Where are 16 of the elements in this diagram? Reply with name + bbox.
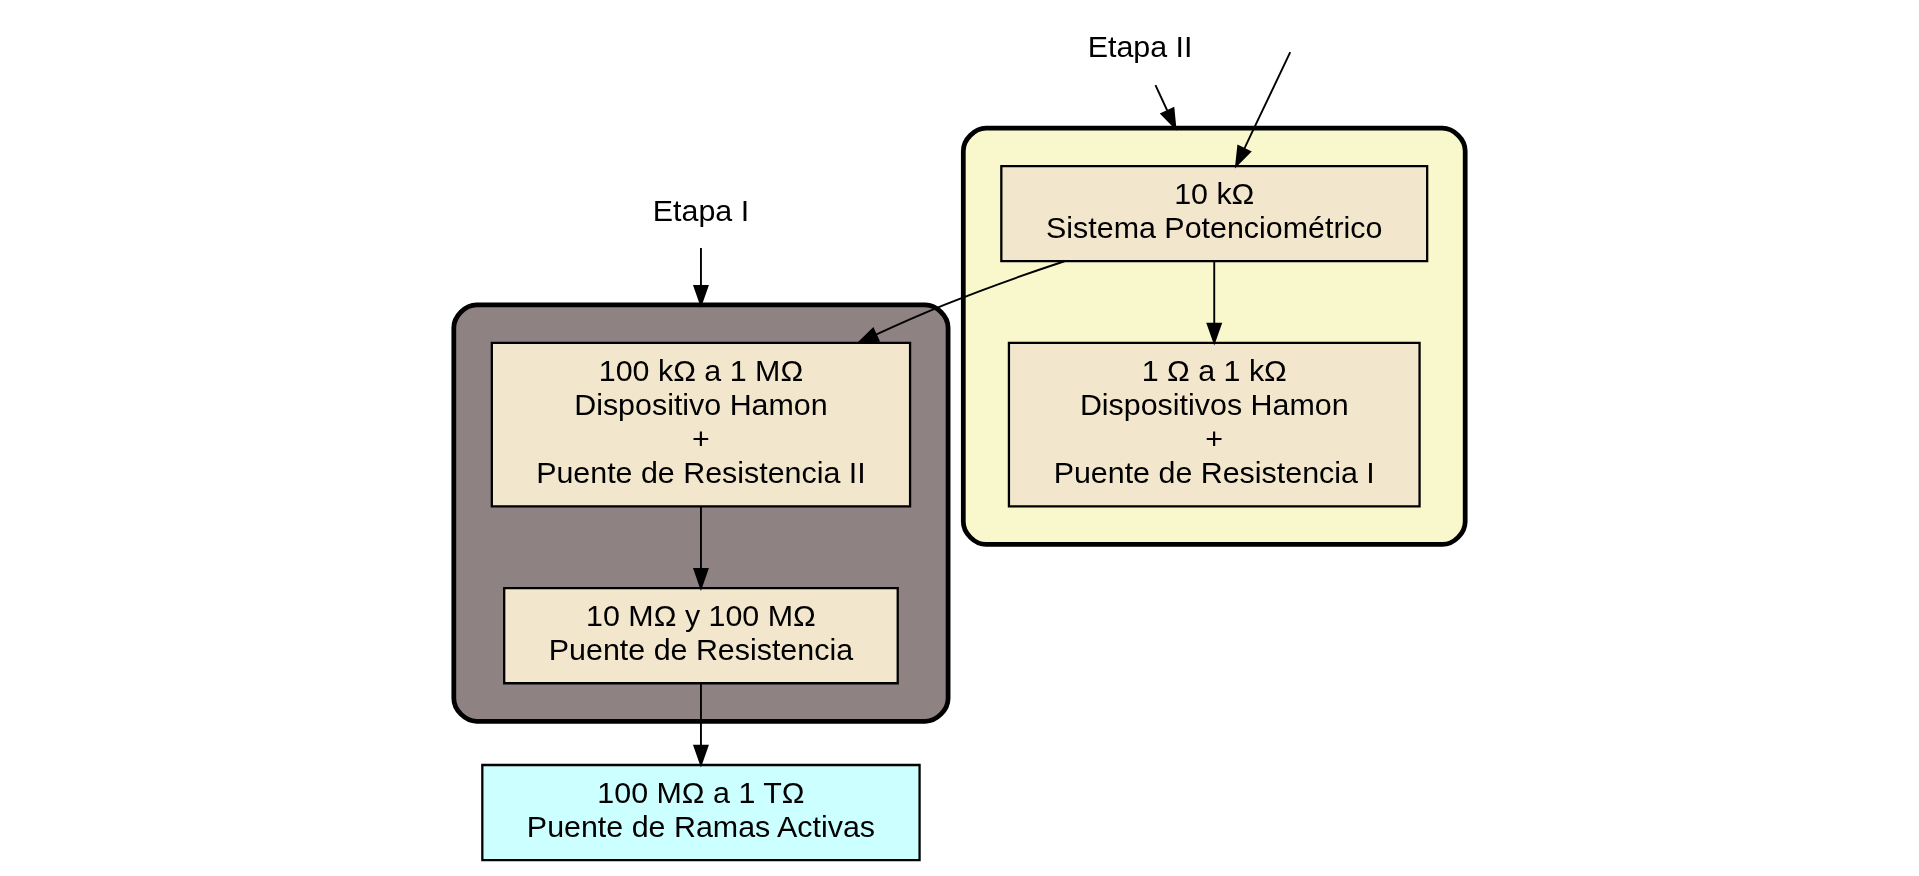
- arrow: [692, 247, 709, 308]
- node-box: 100 MΩ a 1 TΩ Puente de Ramas Activas: [481, 763, 921, 862]
- arrow: [692, 505, 709, 591]
- node-text: Etapa II: [1087, 29, 1193, 64]
- cluster: [451, 302, 951, 724]
- arrow: [856, 260, 1066, 344]
- node-box: 1 Ω a 1 kΩ Dispositivos Hamon + Puente de Resistencia I: [1007, 341, 1421, 508]
- node-box: 10 MΩ y 100 MΩ Puente de Resistencia: [503, 587, 899, 685]
- arrow: [692, 683, 709, 768]
- node-box: 10 kΩ Sistema Potenciométrico: [1000, 165, 1429, 263]
- arrow: [1154, 84, 1177, 131]
- arrow: [1234, 51, 1292, 169]
- cluster: [960, 125, 1468, 547]
- node-box: 100 kΩ a 1 MΩ Dispositivo Hamon + Puente de Resistencia II: [490, 341, 912, 508]
- arrow: [1206, 260, 1223, 346]
- node-text: Etapa I: [652, 192, 750, 227]
